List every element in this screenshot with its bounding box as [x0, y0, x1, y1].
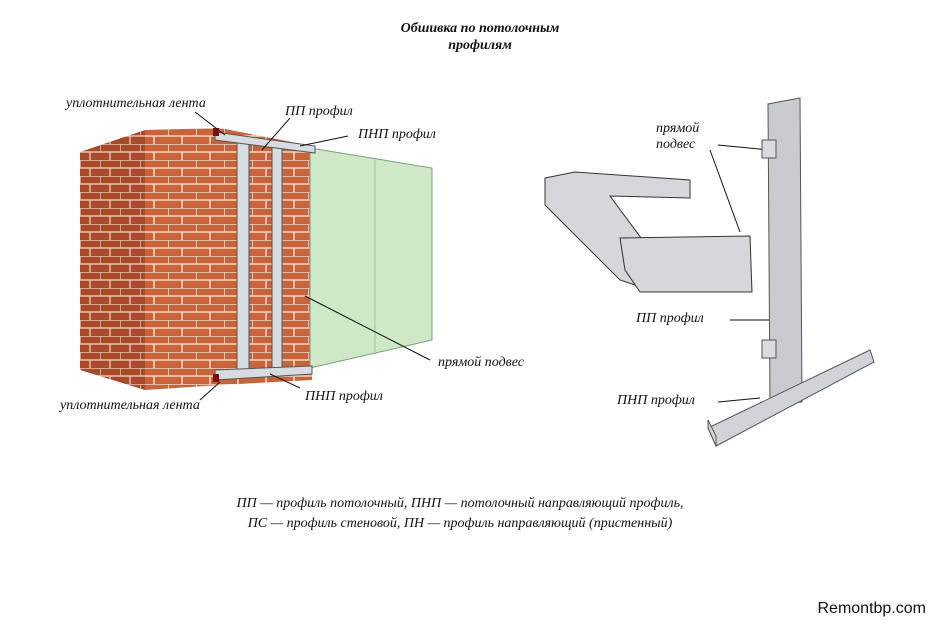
label-seal-tape-top: уплотнительная лента	[66, 96, 206, 111]
diagram-title: Обшивка по потолочным профилям	[380, 20, 580, 54]
leader-lines	[194, 111, 780, 403]
label-pnp-profile-right: ПНП профил	[617, 393, 695, 408]
label-pnp-profile-top: ПНП профил	[358, 127, 436, 142]
drywall-sheet	[309, 147, 433, 369]
caption-line-1: ПП — профиль потолочный, ПНП — потолочны…	[236, 496, 684, 511]
hanger-bracket	[544, 171, 753, 293]
watermark: Remontbp.com	[817, 600, 927, 617]
label-direct-hanger-2: подвес	[656, 137, 696, 152]
seal-tape	[213, 128, 219, 382]
pnp-track	[707, 349, 875, 447]
label-pnp-profile-bottom: ПНП профил	[305, 389, 383, 404]
brick-wall	[80, 128, 312, 390]
pp-profiles	[214, 131, 316, 381]
label-seal-tape-bottom: уплотнительная лента	[60, 398, 200, 413]
title-line-1: Обшивка по потолочным	[400, 21, 560, 36]
label-pp-profile: ПП профил	[285, 104, 353, 119]
label-direct-hanger-1: прямой	[656, 121, 700, 136]
label-direct-hanger: прямой подвес	[438, 355, 524, 370]
vertical-pp-profile	[761, 97, 803, 405]
legend-caption: ПП — профиль потолочный, ПНП — потолочны…	[150, 494, 770, 534]
title-line-2: профилям	[448, 38, 512, 53]
label-pp-profile-right: ПП профил	[636, 311, 704, 326]
caption-line-2: ПС — профиль стеновой, ПН — профиль напр…	[247, 516, 673, 531]
